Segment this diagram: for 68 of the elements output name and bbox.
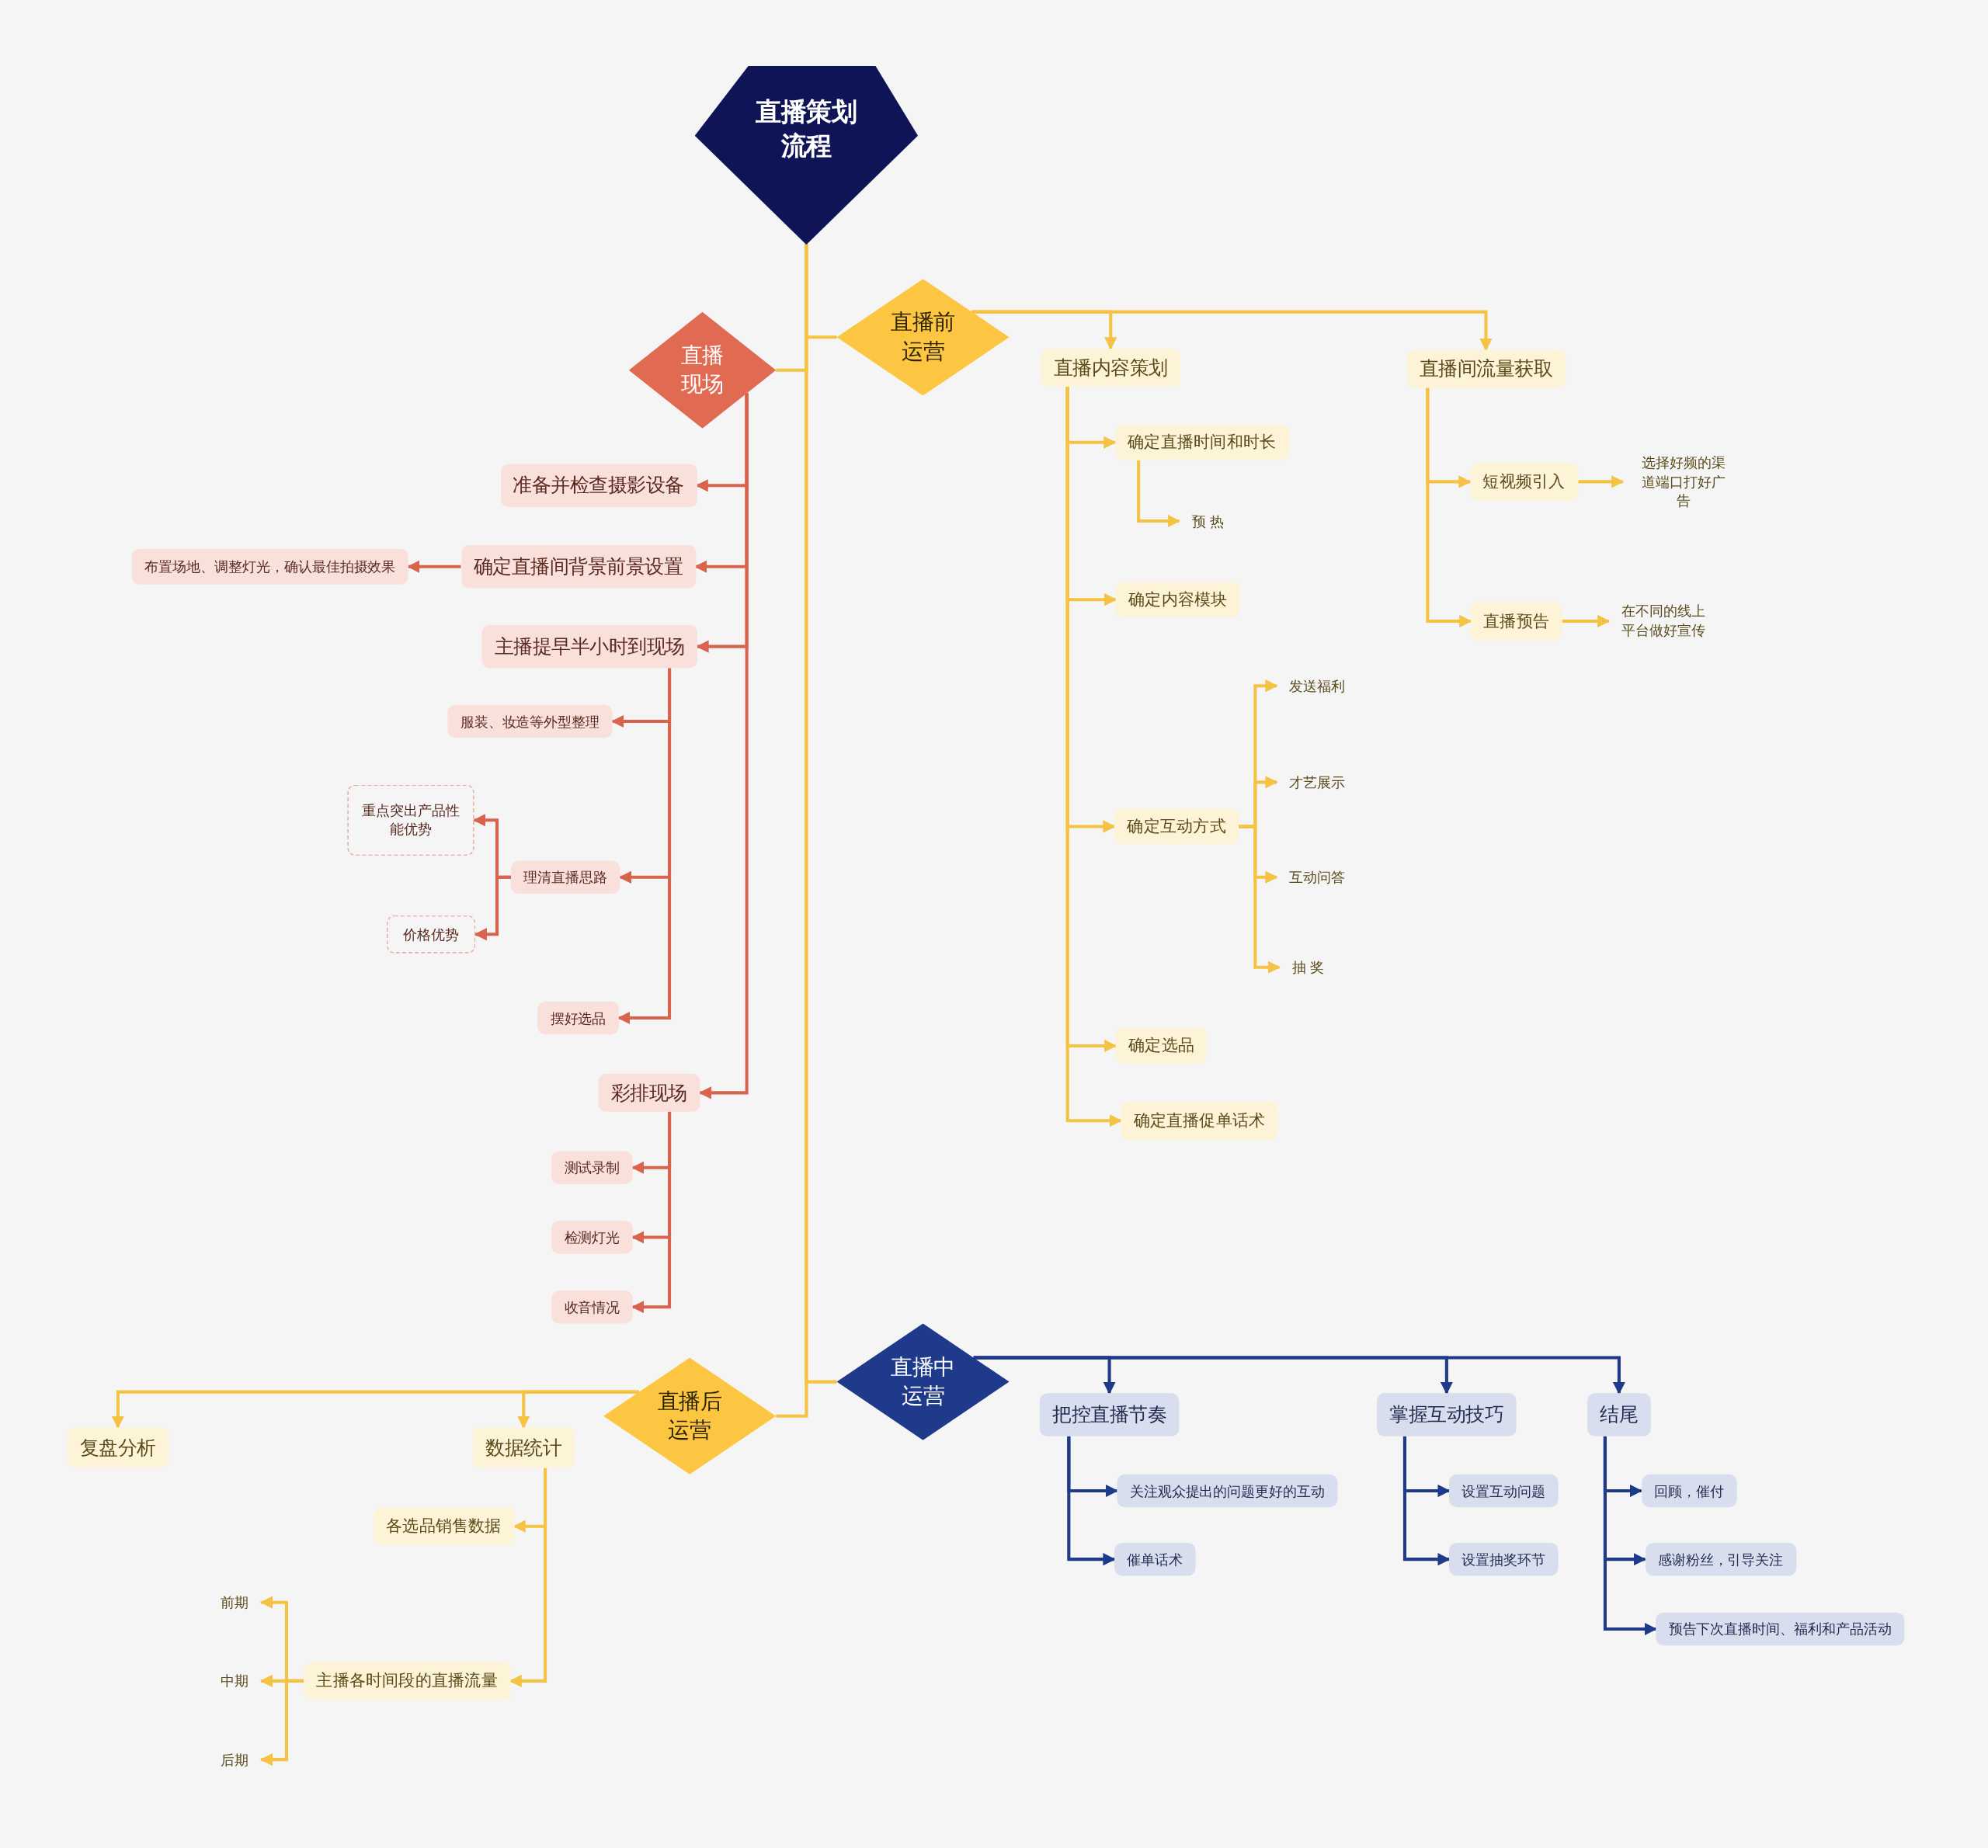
diamond-node: 直播中运营 [836, 1323, 1010, 1440]
topic-box: 理清直播思路 [510, 860, 620, 894]
topic-box: 确定直播促单话术 [1121, 1101, 1278, 1140]
topic-box: 数据统计 [473, 1427, 575, 1468]
connector-line [776, 244, 808, 1418]
topic-box: 布置场地、调整灯光，确认最佳拍摄效果 [131, 548, 408, 585]
topic-label: 后期 [207, 1746, 262, 1774]
diamond-node: 直播前运营 [836, 279, 1010, 396]
topic-label: 前期 [207, 1588, 262, 1617]
topic-label: 选择好频的渠道端口打好广告 [1622, 456, 1745, 508]
topic-label: 发送福利 [1277, 672, 1358, 700]
arrow [973, 1356, 1626, 1395]
arrow [407, 560, 461, 573]
arrow [1603, 1436, 1657, 1636]
topic-box: 价格优势 [386, 915, 476, 954]
topic-box: 确定直播时间和时长 [1114, 424, 1289, 460]
topic-box: 直播内容策划 [1041, 349, 1180, 387]
topic-label: 互动问答 [1277, 863, 1358, 891]
diamond-node: 直播现场 [628, 311, 777, 429]
arrow [1402, 1436, 1451, 1566]
topic-box: 结尾 [1587, 1393, 1651, 1436]
arrow [1137, 460, 1180, 528]
topic-box: 重点突出产品性能优势 [347, 784, 474, 856]
arrow [1239, 825, 1281, 974]
topic-box: 关注观众提出的问题更好的互动 [1117, 1474, 1338, 1508]
topic-box: 准备并检查摄影设备 [500, 464, 697, 508]
topic-box: 直播间流量获取 [1406, 349, 1566, 388]
topic-label: 预 热 [1179, 507, 1237, 535]
arrow [617, 668, 672, 1025]
topic-box: 复盘分析 [67, 1427, 169, 1468]
arrow [631, 1111, 672, 1314]
arrow [517, 1390, 639, 1429]
topic-box: 收音情况 [551, 1290, 633, 1324]
pentagon-node: 直播策划流程 [694, 65, 919, 245]
arrow [1067, 1436, 1116, 1566]
topic-box: 确定直播间背景前景设置 [461, 545, 696, 589]
topic-box: 直播预告 [1470, 602, 1562, 641]
arrow [971, 310, 1493, 352]
arrow [1562, 614, 1611, 628]
topic-label: 才艺展示 [1277, 768, 1358, 797]
topic-label: 中期 [207, 1666, 262, 1695]
topic-box: 预告下次直播时间、福利和产品活动 [1656, 1612, 1905, 1646]
topic-box: 掌握互动技巧 [1377, 1393, 1517, 1436]
topic-box: 确定互动方式 [1114, 808, 1239, 845]
topic-box: 短视频引入 [1470, 462, 1578, 501]
topic-box: 摆好选品 [537, 1001, 619, 1035]
topic-box: 确定选品 [1115, 1028, 1208, 1064]
topic-box: 设置抽奖环节 [1449, 1542, 1559, 1576]
topic-label: 抽 奖 [1279, 953, 1337, 981]
topic-box: 测试录制 [551, 1151, 633, 1184]
topic-box: 各选品销售数据 [373, 1507, 515, 1546]
topic-box: 确定内容模块 [1115, 582, 1240, 618]
topic-box: 设置互动问题 [1449, 1474, 1559, 1508]
topic-box: 回顾，催付 [1641, 1474, 1736, 1508]
arrow [1577, 475, 1625, 488]
topic-box: 彩排现场 [598, 1073, 700, 1112]
topic-box: 把控直播节奏 [1039, 1393, 1180, 1436]
diamond-node: 直播后运营 [603, 1357, 777, 1475]
arrow [1065, 386, 1122, 1127]
topic-label: 在不同的线上平台做好宣传 [1608, 596, 1719, 647]
topic-box: 检测灯光 [551, 1221, 633, 1254]
topic-box: 服装、妆造等外型整理 [447, 704, 613, 738]
topic-box: 主播各时间段的直播流量 [304, 1662, 511, 1700]
arrow [259, 1679, 304, 1766]
topic-box: 主播提早半小时到现场 [481, 624, 697, 669]
topic-box: 催单话术 [1114, 1542, 1196, 1576]
arrow [474, 875, 511, 941]
topic-box: 感谢粉丝，引导关注 [1645, 1542, 1796, 1576]
